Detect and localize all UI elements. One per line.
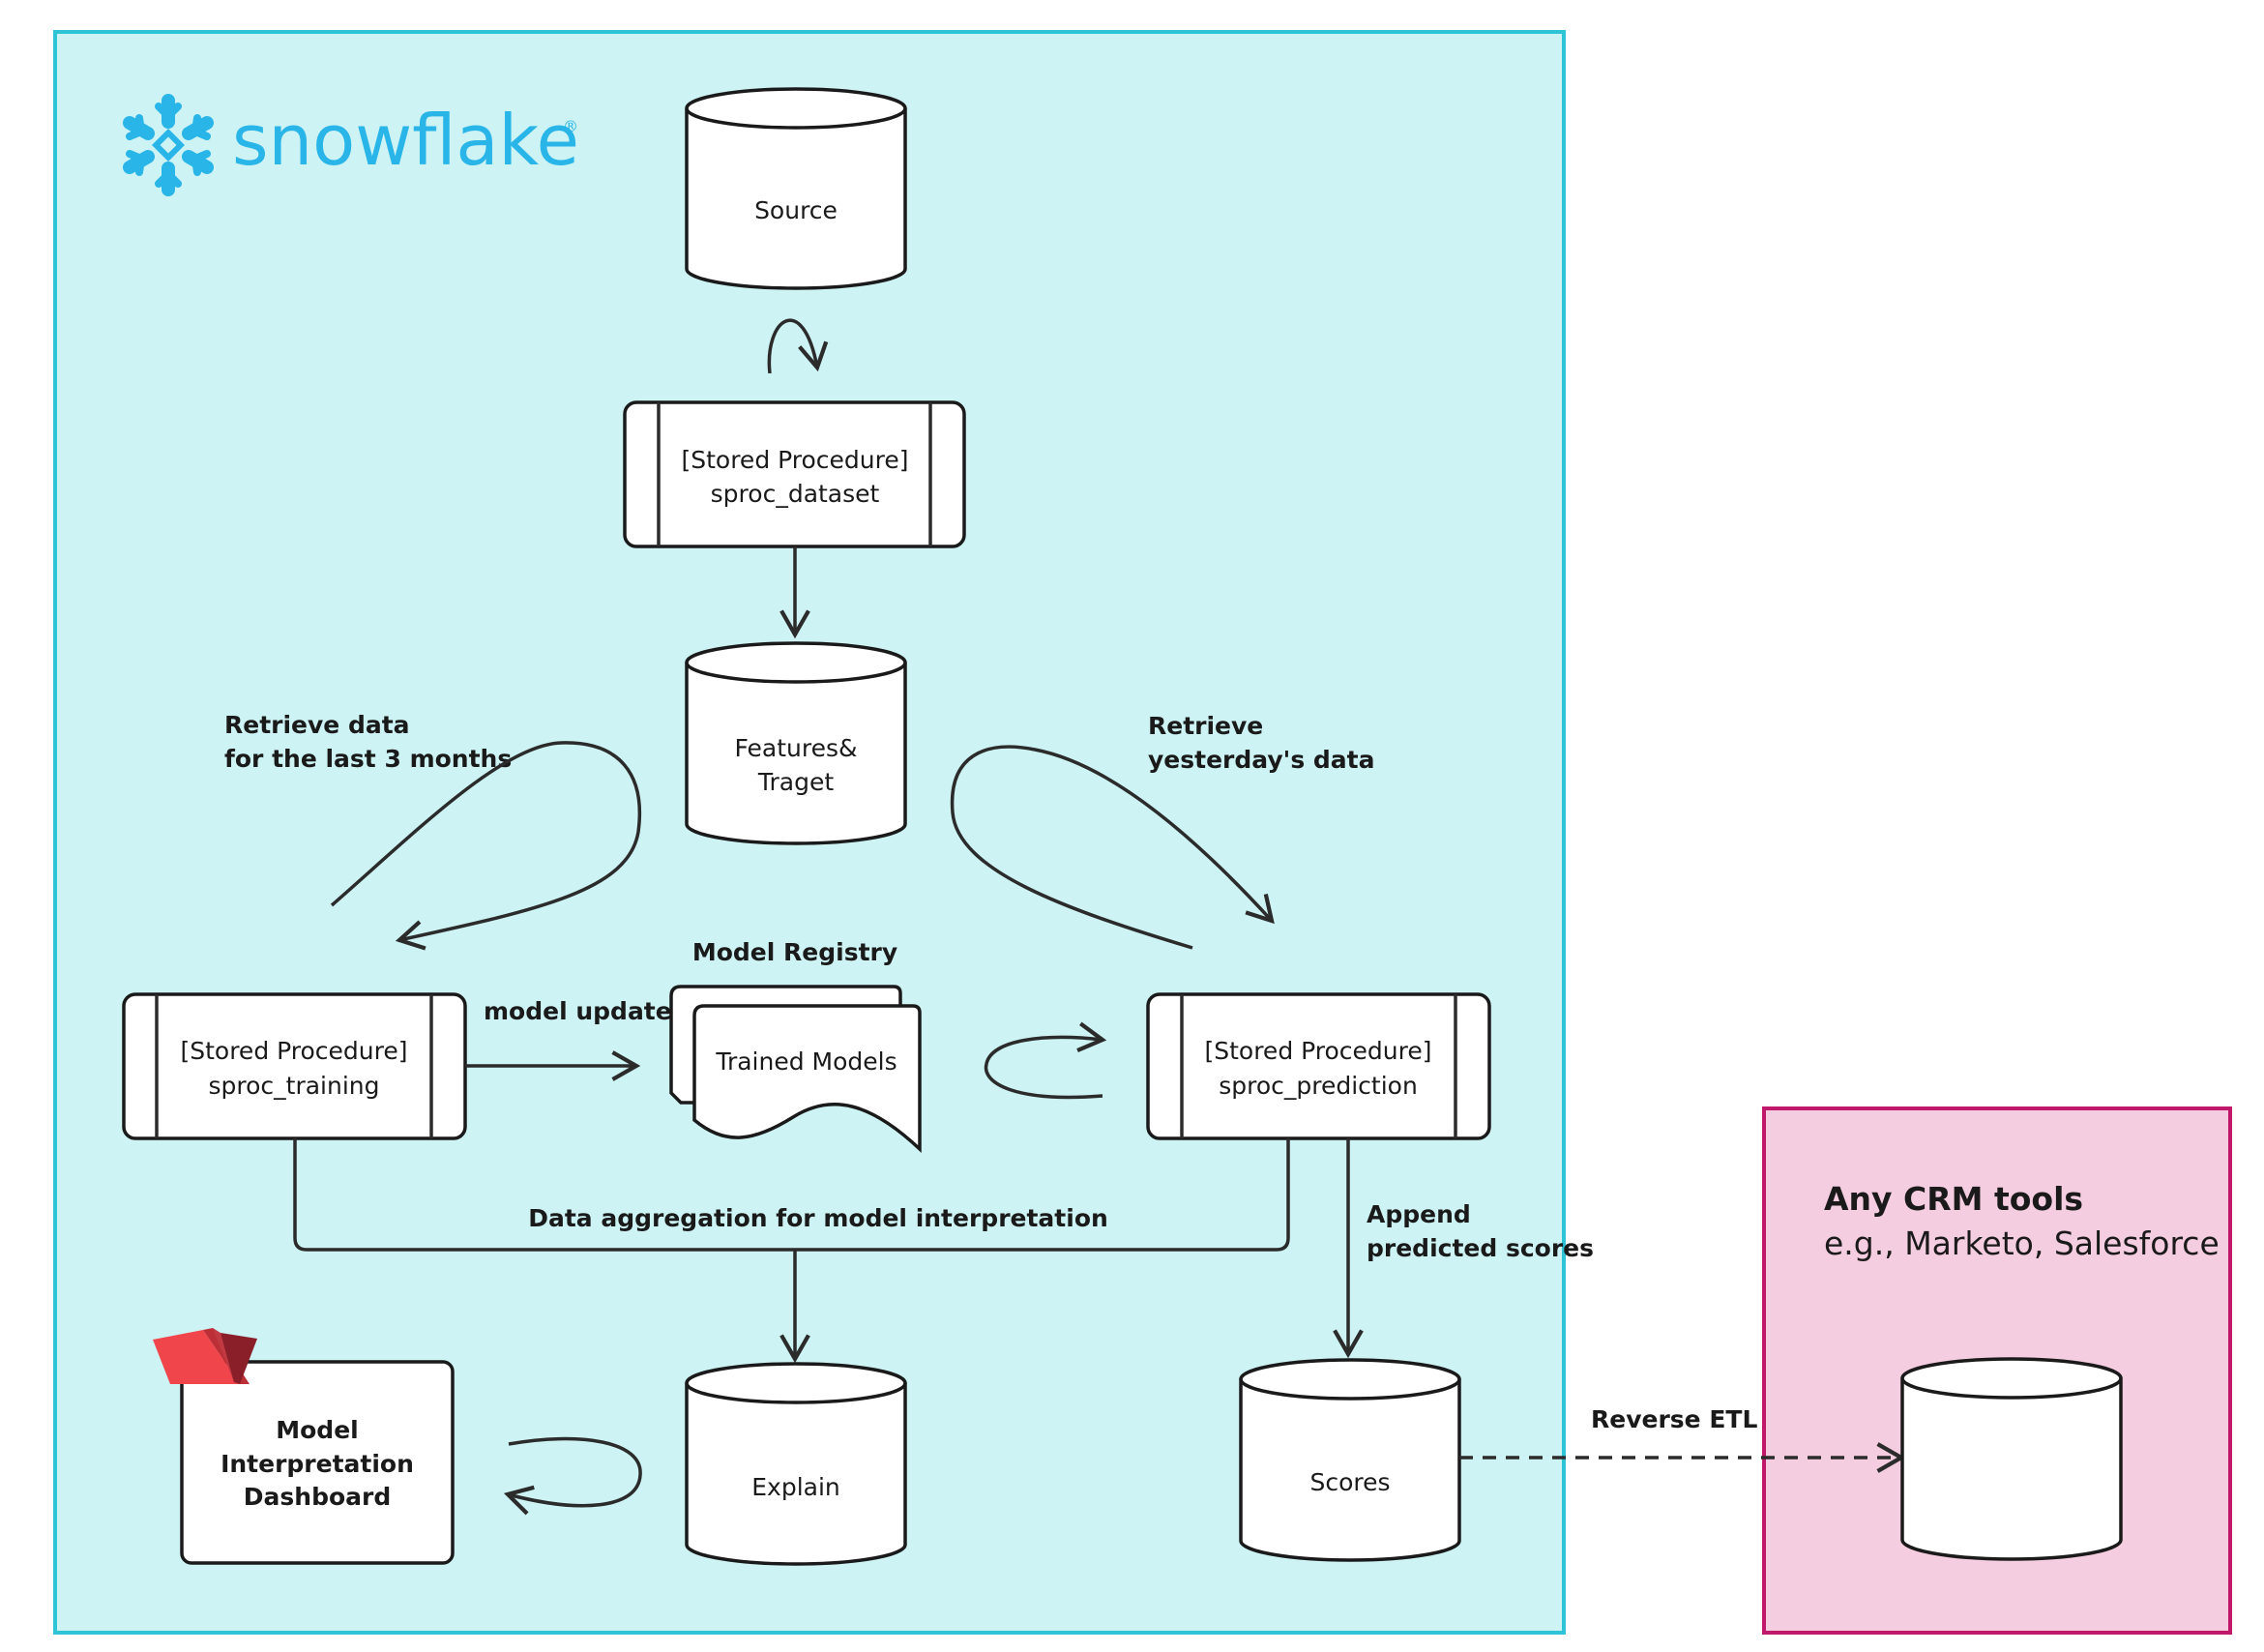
features-target-db: Features& Traget xyxy=(685,641,907,845)
sproc-training-label-line1: [Stored Procedure] xyxy=(180,1037,407,1065)
loop-arrow-source xyxy=(767,318,829,374)
crm-db xyxy=(1900,1357,2123,1561)
sproc-training-label-line2: sproc_training xyxy=(208,1072,379,1100)
registered-mark: ® xyxy=(563,117,578,135)
retrieve-yesterday-label-line2: yesterday's data xyxy=(1148,746,1375,774)
source-label: Source xyxy=(754,196,838,224)
retrieve-3months-label-line1: Retrieve data xyxy=(224,711,410,739)
explain-label: Explain xyxy=(751,1473,840,1501)
sproc-prediction-label-line1: [Stored Procedure] xyxy=(1204,1037,1431,1065)
snowflake-icon xyxy=(123,94,214,196)
append-scores-label-line2: predicted scores xyxy=(1367,1234,1594,1262)
connector-prediction-to-explain xyxy=(795,1138,1290,1252)
loop-arrow-explain-to-dashboard xyxy=(503,1436,642,1516)
connector-training-to-explain xyxy=(293,1138,795,1252)
sproc-dataset-node: [Stored Procedure] sproc_dataset xyxy=(623,400,966,548)
retrieve-yesterday-label-line1: Retrieve xyxy=(1148,712,1263,740)
sproc-dataset-label-line2: sproc_dataset xyxy=(711,480,880,508)
streamlit-icon xyxy=(153,1328,257,1384)
reverse-etl-label: Reverse ETL xyxy=(1591,1405,1757,1433)
sproc-training-node: [Stored Procedure] sproc_training xyxy=(122,992,467,1140)
crm-title: Any CRM tools xyxy=(1824,1180,2083,1218)
snowflake-wordmark: snowflake xyxy=(232,100,579,181)
loop-arrow-registry xyxy=(984,1021,1107,1100)
arrow-retrieve-3months xyxy=(330,741,641,951)
features-label-line1: Features& xyxy=(735,734,858,762)
dashboard-label-line1: Model xyxy=(276,1416,358,1444)
data-aggregation-label: Data aggregation for model interpretatio… xyxy=(528,1204,1108,1232)
scores-db: Scores xyxy=(1239,1358,1461,1562)
trained-models-label: Trained Models xyxy=(715,1047,897,1076)
sproc-prediction-label-line2: sproc_prediction xyxy=(1219,1072,1418,1100)
dashboard-node: Model Interpretation Dashboard xyxy=(180,1360,455,1565)
retrieve-3months-label-line2: for the last 3 months xyxy=(224,745,512,773)
source-db: Source xyxy=(685,87,907,290)
trained-models-node: Trained Models xyxy=(669,985,922,1154)
crm-subtitle: e.g., Marketo, Salesforce xyxy=(1824,1224,2220,1262)
sproc-dataset-label-line1: [Stored Procedure] xyxy=(681,446,908,474)
arrow-retrieve-yesterday xyxy=(950,745,1275,950)
append-scores-label-line1: Append xyxy=(1367,1200,1471,1228)
model-update-label: model update xyxy=(484,997,672,1025)
sproc-prediction-node: [Stored Procedure] sproc_prediction xyxy=(1146,992,1491,1140)
dashboard-label-line3: Dashboard xyxy=(244,1483,391,1511)
explain-db: Explain xyxy=(685,1362,907,1566)
dashboard-label-line2: Interpretation xyxy=(221,1450,414,1478)
scores-label: Scores xyxy=(1309,1468,1390,1496)
features-label-line2: Traget xyxy=(757,768,834,796)
snowflake-logo: snowflake ® xyxy=(123,94,579,196)
model-registry-label: Model Registry xyxy=(692,938,897,966)
